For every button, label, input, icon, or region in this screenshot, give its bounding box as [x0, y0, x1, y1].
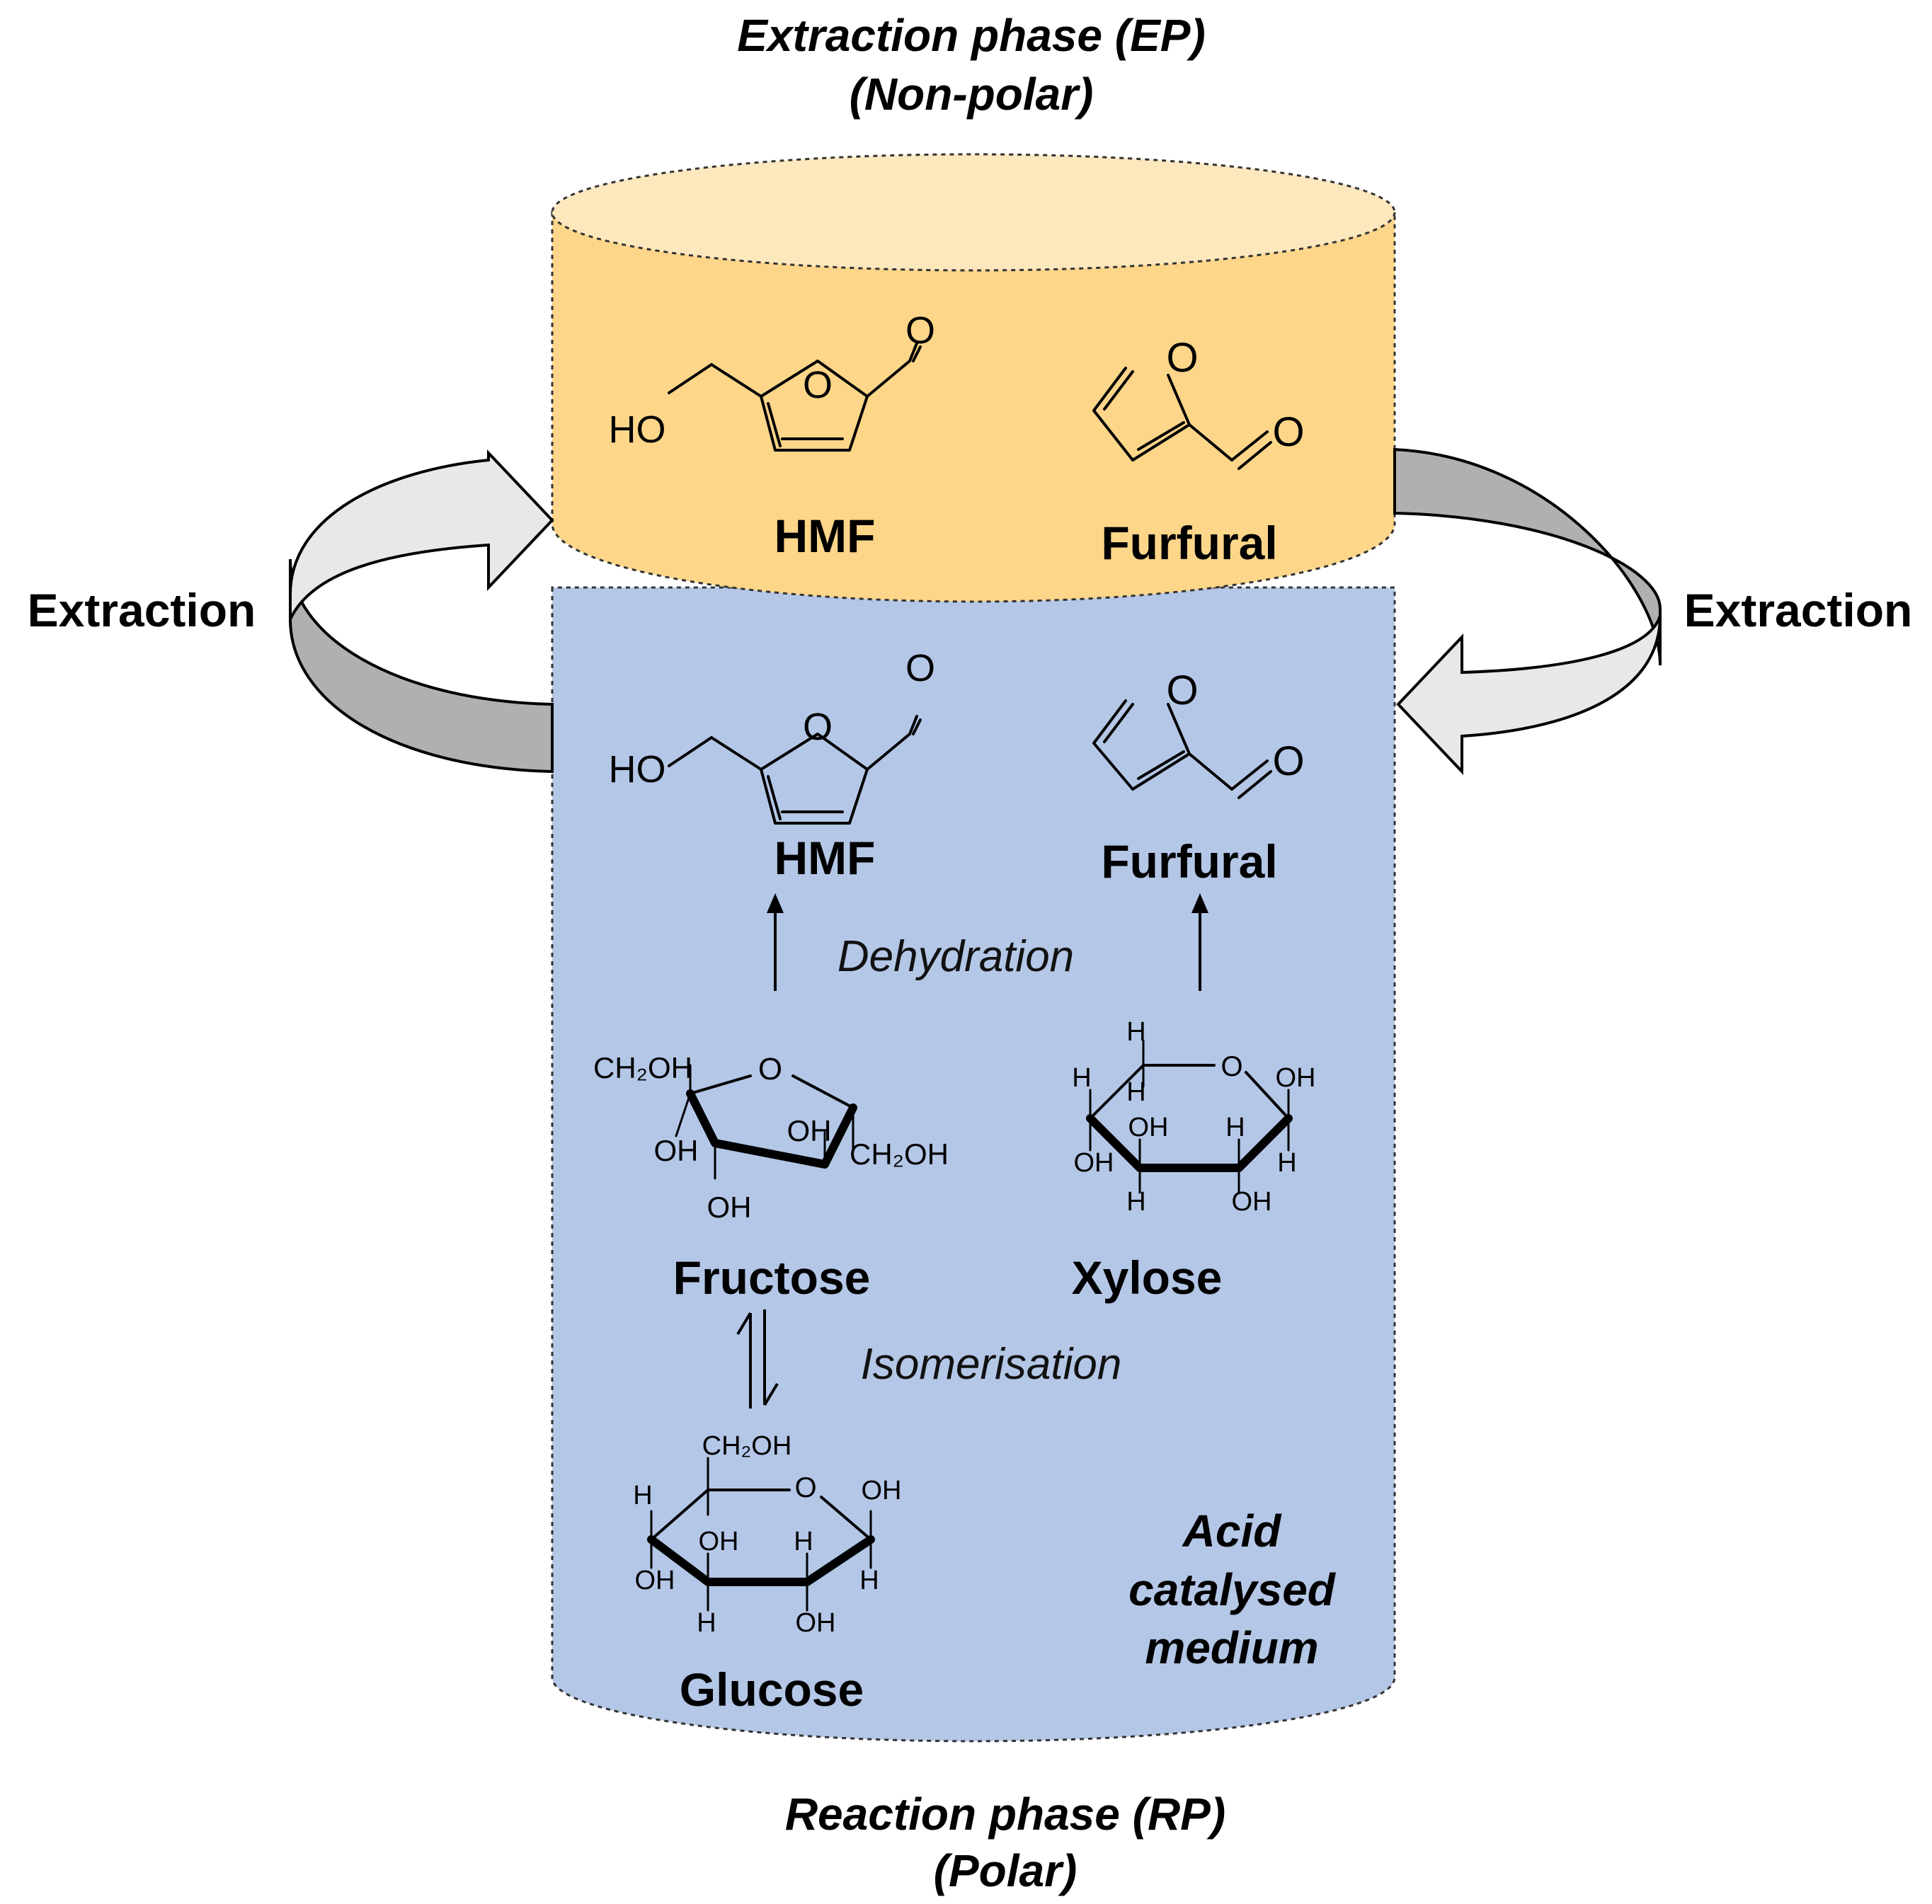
- xylose-h-top: H: [1126, 1017, 1145, 1047]
- xylose-h-top-inner: H: [1126, 1077, 1145, 1107]
- xylose-label: Xylose: [1072, 1251, 1223, 1304]
- hmf-molecule-extraction: O HO O: [609, 309, 935, 452]
- fructose-oh-bottom: OH: [707, 1191, 752, 1224]
- hmf-molecule-reaction: O HO O: [609, 647, 935, 825]
- medium-label-line3: medium: [1145, 1622, 1318, 1673]
- hmf-ep-aldehyde-oxygen: O: [905, 309, 935, 352]
- furfural-ep-aldehyde-oxygen: O: [1272, 409, 1304, 455]
- hmf-rp-hydroxyl: HO: [609, 748, 666, 791]
- hmf-label-reaction: HMF: [774, 832, 876, 884]
- hmf-rp-ring-oxygen: O: [803, 706, 833, 748]
- xylose-ring-oxygen: O: [1221, 1051, 1242, 1082]
- fructose-oh-mid: OH: [787, 1114, 832, 1147]
- furfural-ep-ring-oxygen: O: [1166, 335, 1198, 381]
- glucose-ring-oxygen: O: [794, 1472, 816, 1503]
- xylose-oh-bottom: OH: [1232, 1187, 1272, 1217]
- hmf-label-extraction: HMF: [774, 510, 876, 562]
- extraction-label-left: Extraction: [28, 584, 256, 636]
- extraction-phase-subtitle: (Non-polar): [850, 69, 1094, 120]
- reaction-phase-body: [551, 586, 1396, 1743]
- hmf-ep-hydroxyl: HO: [609, 408, 666, 451]
- extraction-phase-top: [551, 153, 1396, 272]
- extraction-label-right: Extraction: [1684, 584, 1913, 636]
- dehydration-label: Dehydration: [838, 932, 1074, 981]
- extraction-phase-band: [551, 211, 1396, 603]
- reaction-phase-subtitle: (Polar): [934, 1845, 1078, 1896]
- glucose-oh-left: OH: [635, 1566, 675, 1595]
- xylose-h-bottom: H: [1126, 1187, 1145, 1217]
- isomerisation-equilibrium-arrow: [736, 1309, 779, 1409]
- xylose-h-left: H: [1072, 1063, 1091, 1093]
- xylose-oh-left: OH: [1074, 1148, 1114, 1178]
- glucose-h-bottom: H: [697, 1608, 716, 1638]
- dehydration-arrow-furfural: [1191, 893, 1208, 991]
- right-extraction-arrow: [1393, 447, 1662, 776]
- xylose-oh-inner: OH: [1128, 1113, 1169, 1142]
- xylose-molecule: H H O OH H OH OH H H H OH: [1072, 1017, 1315, 1217]
- fructose-oh-left: OH: [654, 1134, 699, 1167]
- hmf-ep-ring-oxygen: O: [803, 364, 833, 406]
- glucose-label: Glucose: [680, 1663, 864, 1716]
- furfural-molecule-reaction: O O: [1092, 667, 1305, 799]
- furfural-label-reaction: Furfural: [1101, 835, 1277, 888]
- glucose-ch2oh: CH₂OH: [702, 1431, 792, 1461]
- xylose-h-inner-right: H: [1225, 1113, 1245, 1142]
- fructose-ch2oh-top: CH₂OH: [593, 1051, 692, 1084]
- medium-label-line2: catalysed: [1128, 1564, 1337, 1615]
- medium-label-line1: Acid: [1182, 1506, 1283, 1556]
- glucose-oh-bottom: OH: [796, 1608, 836, 1638]
- xylose-oh-anomeric: OH: [1276, 1063, 1316, 1093]
- glucose-oh-anomeric: OH: [862, 1476, 902, 1506]
- fructose-ch2oh-right: CH₂OH: [850, 1137, 949, 1171]
- isomerisation-label: Isomerisation: [861, 1340, 1122, 1389]
- furfural-rp-ring-oxygen: O: [1166, 667, 1198, 713]
- left-extraction-arrow: [289, 449, 554, 774]
- furfural-molecule-extraction: O O: [1092, 335, 1305, 470]
- furfural-label-extraction: Furfural: [1101, 517, 1277, 569]
- reaction-phase-title: Reaction phase (RP): [785, 1789, 1225, 1840]
- glucose-h-inner-right: H: [794, 1527, 813, 1556]
- dehydration-arrow-hmf: [767, 893, 784, 991]
- glucose-molecule: CH₂OH O OH H OH H OH H H OH: [633, 1431, 901, 1638]
- glucose-h-left: H: [633, 1481, 652, 1510]
- furfural-rp-aldehyde-oxygen: O: [1272, 738, 1304, 784]
- fructose-ring-oxygen: O: [758, 1052, 782, 1086]
- extraction-phase-title: Extraction phase (EP): [737, 10, 1206, 61]
- xylose-h-right: H: [1277, 1148, 1296, 1178]
- hmf-rp-aldehyde-oxygen: O: [905, 647, 935, 689]
- glucose-h-right: H: [859, 1566, 879, 1595]
- glucose-oh-inner: OH: [699, 1527, 739, 1556]
- fructose-label: Fructose: [673, 1251, 871, 1304]
- fructose-molecule: CH₂OH O OH OH OH CH₂OH: [593, 1051, 949, 1224]
